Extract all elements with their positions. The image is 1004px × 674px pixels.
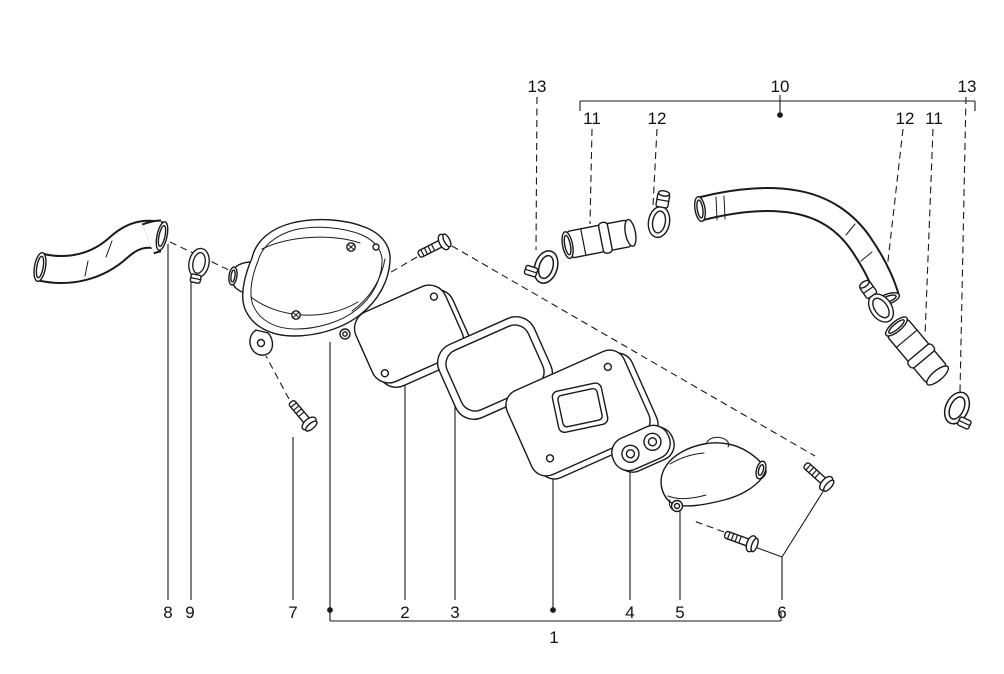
axis-line-main	[451, 245, 816, 457]
callout-5: 5	[675, 603, 684, 622]
part-11-sleeve-right	[880, 311, 954, 391]
part-7-screw	[284, 395, 321, 435]
part-12-clamp-left	[645, 190, 673, 240]
leader-12-left	[652, 128, 658, 207]
part-8-intake-hose	[33, 219, 169, 284]
callout-9: 9	[185, 603, 194, 622]
callout-11-left: 11	[583, 109, 601, 128]
callout-12-left: 12	[648, 109, 667, 128]
part-4-port-plate	[611, 424, 675, 473]
part-10-outlet-hose	[693, 187, 901, 306]
leader-13-right	[959, 96, 967, 393]
leader-13-left	[535, 96, 538, 251]
part-13-clamp-left	[523, 247, 563, 287]
callout-labels: 13 10 13 11 12 12 11 8 9 7 2 3 4 5 6 1	[163, 77, 976, 647]
callout-4: 4	[625, 603, 634, 622]
filter-opening	[551, 382, 609, 434]
part-9-hose-clamp	[185, 245, 213, 284]
callout-8: 8	[163, 603, 172, 622]
bracket-part-10	[579, 95, 976, 118]
part-5-intake-elbow	[660, 436, 767, 513]
callout-3: 3	[450, 603, 459, 622]
callout-13-right: 13	[958, 77, 977, 96]
callout-1: 1	[549, 628, 558, 647]
callout-12-right: 12	[896, 109, 915, 128]
callout-2: 2	[400, 603, 409, 622]
part-13-clamp-right	[939, 387, 975, 430]
bracket-part-1	[327, 342, 782, 622]
callout-11-right: 11	[925, 109, 943, 128]
construction-lines	[169, 96, 967, 533]
part-11-sleeve-left	[559, 216, 639, 262]
hose-end-cuff	[155, 221, 169, 251]
part-top-screw	[414, 231, 454, 263]
elbow-outlet	[755, 460, 767, 480]
leader-11-left	[589, 128, 593, 225]
callout-13-left: 13	[528, 77, 547, 96]
axis-line-screw-6	[693, 520, 725, 533]
callout-leader-lines	[167, 95, 976, 622]
callout-10: 10	[771, 77, 790, 96]
hose-end-opening	[693, 195, 707, 223]
callout-6: 6	[777, 603, 786, 622]
part-12-clamp-right	[858, 279, 900, 328]
axis-line-screw-7	[265, 355, 290, 400]
leader-11-right	[924, 128, 934, 337]
part-air-box-cover	[228, 218, 391, 356]
hose-end-opening	[33, 251, 47, 283]
leader-6	[754, 489, 825, 600]
callout-7: 7	[288, 603, 297, 622]
inlet-opening	[228, 266, 238, 286]
